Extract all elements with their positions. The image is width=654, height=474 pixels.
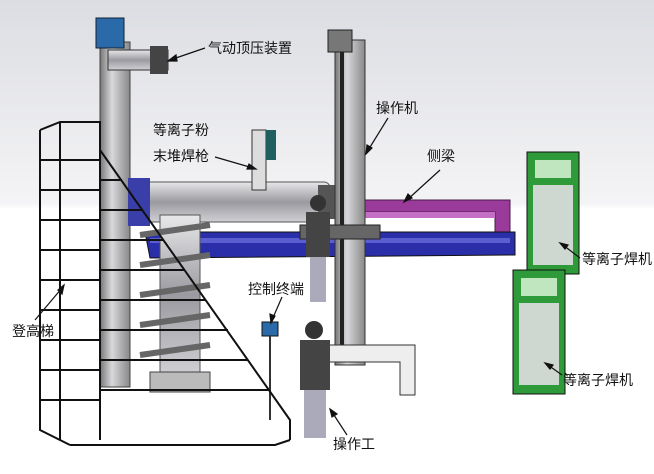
worker-1 bbox=[306, 195, 330, 302]
label-side-beam: 侧梁 bbox=[427, 149, 455, 165]
callout-arrows bbox=[34, 47, 581, 436]
ladder bbox=[39, 121, 291, 446]
label-welder-2: 等离子焊机 bbox=[563, 373, 633, 389]
spiral-screw bbox=[139, 214, 211, 393]
label-ladder: 登高梯 bbox=[12, 324, 54, 340]
manipulator-column bbox=[299, 29, 416, 396]
plasma-torch bbox=[251, 129, 276, 191]
label-operator: 操作工 bbox=[333, 437, 375, 453]
label-control-terminal: 控制终端 bbox=[248, 282, 304, 298]
label-pneumatic-press: 气动顶压装置 bbox=[208, 41, 292, 57]
label-welder-1: 等离子焊机 bbox=[582, 252, 652, 268]
control-terminal bbox=[261, 321, 279, 420]
worker-2 bbox=[300, 321, 330, 438]
label-manipulator: 操作机 bbox=[376, 101, 418, 117]
plasma-welder-1 bbox=[526, 151, 580, 275]
plasma-welder-2 bbox=[512, 269, 566, 395]
label-torch-line1: 等离子粉 bbox=[153, 123, 209, 139]
label-torch-line2: 末堆焊枪 bbox=[153, 149, 209, 165]
